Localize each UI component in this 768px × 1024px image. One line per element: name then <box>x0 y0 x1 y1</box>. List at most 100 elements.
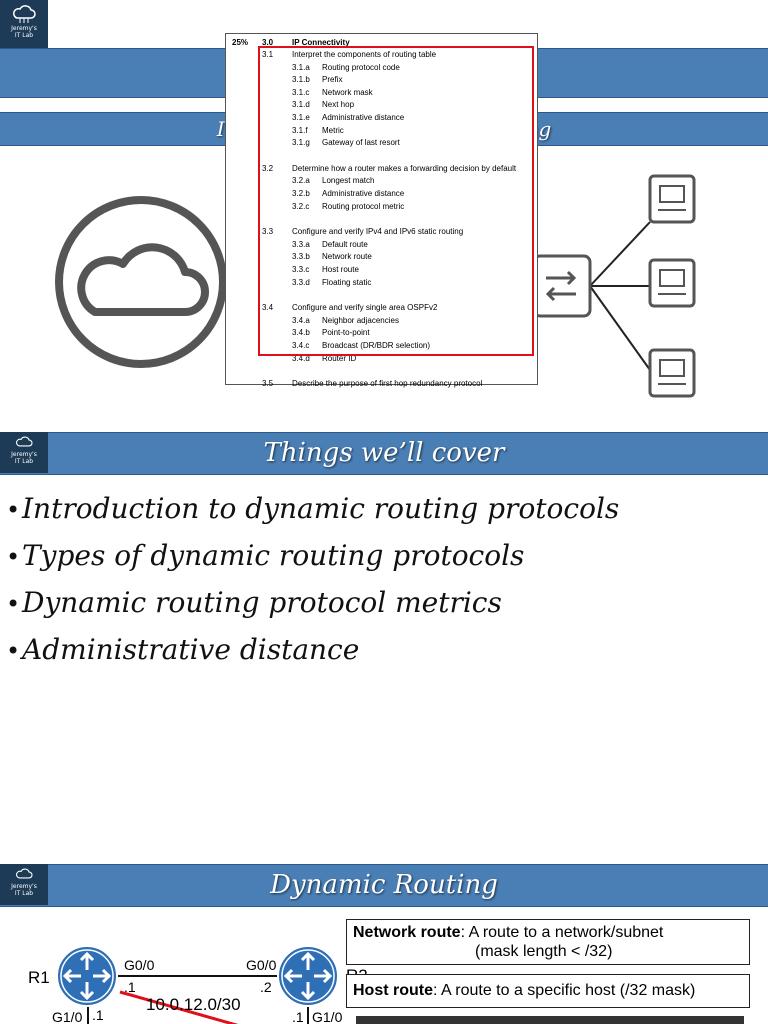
topic-number: 3.1 <box>262 50 274 59</box>
jeremys-it-lab-logo: Jeremy's IT Lab <box>0 864 48 905</box>
topic-text: Describe the purpose of first hop redund… <box>292 379 483 389</box>
topic-number: 3.5 <box>262 379 274 389</box>
bullet-icon: • <box>6 496 21 524</box>
router-topology-diagram <box>56 945 339 1024</box>
slide-title: Dynamic Routing <box>0 864 768 907</box>
topic-text: Router ID <box>322 353 357 363</box>
topic-text: Network route <box>322 252 372 262</box>
jeremys-it-lab-logo: Jeremy's IT Lab <box>0 432 48 473</box>
topic-number: 3.4 <box>262 303 274 313</box>
logo-line2: IT Lab <box>14 32 34 39</box>
cloud-network-icon <box>13 5 36 23</box>
bullet-text: Introduction to dynamic routing protocol… <box>22 492 620 525</box>
topic-number: 3.1.c <box>292 87 310 97</box>
r1-g10-ip-label: .1 <box>92 1007 104 1023</box>
topic-text: Administrative distance <box>322 189 405 198</box>
topic-text: Longest match <box>322 176 375 186</box>
topic-number: 3.1.a <box>292 62 310 72</box>
bullet-text: Dynamic routing protocol metrics <box>22 586 502 619</box>
topic-number: 3.4.d <box>292 353 310 363</box>
topic-text: Routing protocol metric <box>322 201 405 211</box>
router-r1-label: R1 <box>28 968 50 987</box>
domain-number: 3.0 <box>262 38 274 47</box>
topic-number: 3.2.a <box>292 176 310 186</box>
topic-number: 3.3 <box>262 227 274 237</box>
topic-text: Administrative distance <box>322 113 405 122</box>
slide-dynamic-routing: Dynamic Routing Jeremy's IT Lab R1 R2 G0… <box>0 864 768 1024</box>
topic-text: Network mask <box>322 87 373 97</box>
topic-number: 3.4.b <box>292 328 310 338</box>
list-item: •Introduction to dynamic routing protoco… <box>6 490 619 537</box>
slide-things-we-cover: Things we’ll cover Jeremy's IT Lab •Intr… <box>0 432 768 844</box>
topic-text: Next hop <box>322 100 355 110</box>
topic-text: Routing protocol code <box>322 62 400 72</box>
host-route-desc: : A route to a specific host (/32 mask) <box>433 982 696 999</box>
topic-text: Determine how a router makes a forwardin… <box>292 163 517 173</box>
topic-text: Host route <box>322 265 359 274</box>
network-route-desc: : A route to a network/subnet <box>460 924 664 941</box>
topic-number: 3.1.f <box>292 125 308 135</box>
r2-g10-label: G1/0 <box>312 1009 343 1024</box>
topic-text: Default route <box>322 239 368 249</box>
topic-number: 3.3.c <box>292 265 310 274</box>
topic-text: Interpret the components of routing tabl… <box>292 50 437 59</box>
topic-number: 3.1.e <box>292 113 310 122</box>
network-route-mask-note: (mask length < /32) <box>475 943 613 960</box>
cloud-network-icon <box>16 436 33 447</box>
r1-g00-label: G0/0 <box>124 957 155 973</box>
topic-text: Point-to-point <box>322 328 370 338</box>
logo-line2: IT Lab <box>14 458 34 465</box>
bullet-icon: • <box>6 543 21 571</box>
host-route-definition: Host route: A route to a specific host (… <box>346 974 750 1008</box>
topic-number: 3.2 <box>262 163 274 173</box>
r1-ip-label: .1 <box>124 979 136 995</box>
topic-number: 3.2.b <box>292 189 310 198</box>
topic-text: Floating static <box>322 277 372 287</box>
slide-day24-title: Jeremy's IT Lab CCNA Day 24 Introduction… <box>0 0 768 412</box>
r1-g10-label: G1/0 <box>52 1009 83 1024</box>
topic-text: Prefix <box>322 75 343 85</box>
topic-number: 3.3.b <box>292 252 310 262</box>
r2-ip-label: .2 <box>260 979 272 995</box>
topic-number: 3.3.a <box>292 239 310 249</box>
topic-number: 3.1.d <box>292 100 310 110</box>
topic-number: 3.3.d <box>292 277 310 287</box>
cloud-network-icon <box>16 868 33 879</box>
highlight-box <box>258 46 534 356</box>
bullet-text: Administrative distance <box>22 633 360 666</box>
list-item: •Types of dynamic routing protocols <box>6 537 619 584</box>
network-route-definition: Network route: A route to a network/subn… <box>346 919 750 965</box>
bullet-icon: • <box>6 590 21 618</box>
exam-topics-table: 25% 3.0 IP Connectivity 3.1 Interpret the… <box>225 33 538 388</box>
jeremys-it-lab-logo: Jeremy's IT Lab <box>0 0 48 48</box>
slide-title: Things we’ll cover <box>0 432 768 475</box>
topic-text: Configure and verify single area OSPFv2 <box>292 303 438 313</box>
logo-line1: Jeremy's <box>11 451 37 458</box>
topic-number: 3.4.a <box>292 315 310 325</box>
bullet-icon: • <box>6 637 21 665</box>
cloud-icon <box>55 196 227 368</box>
logo-line1: Jeremy's <box>11 25 37 32</box>
topic-number: 3.1.b <box>292 75 310 85</box>
topic-number: 3.1.g <box>292 138 310 148</box>
router-r1-icon <box>56 945 118 1007</box>
topic-text: Broadcast (DR/BDR selection) <box>322 341 431 350</box>
bullet-text: Types of dynamic routing protocols <box>22 539 525 572</box>
logo-line2: IT Lab <box>14 890 34 897</box>
topics-list: •Introduction to dynamic routing protoco… <box>6 490 619 678</box>
topic-number: 3.4.c <box>292 341 310 350</box>
host-route-term: Host route <box>353 982 433 999</box>
topic-number: 3.2.c <box>292 201 310 211</box>
topic-text: Gateway of last resort <box>322 138 400 148</box>
topic-text: Configure and verify IPv4 and IPv6 stati… <box>292 227 464 237</box>
dark-caption-bar <box>356 1016 744 1024</box>
router-r2-icon <box>277 945 339 1007</box>
r2-g00-label: G0/0 <box>246 957 277 973</box>
domain-title: IP Connectivity <box>292 38 350 47</box>
topic-text: Metric <box>322 125 344 135</box>
list-item: •Administrative distance <box>6 631 619 678</box>
r2-g10-ip-label: .1 <box>292 1009 304 1024</box>
switch-topology-diagram <box>532 174 696 398</box>
domain-weight: 25% <box>232 38 249 47</box>
list-item: •Dynamic routing protocol metrics <box>6 584 619 631</box>
